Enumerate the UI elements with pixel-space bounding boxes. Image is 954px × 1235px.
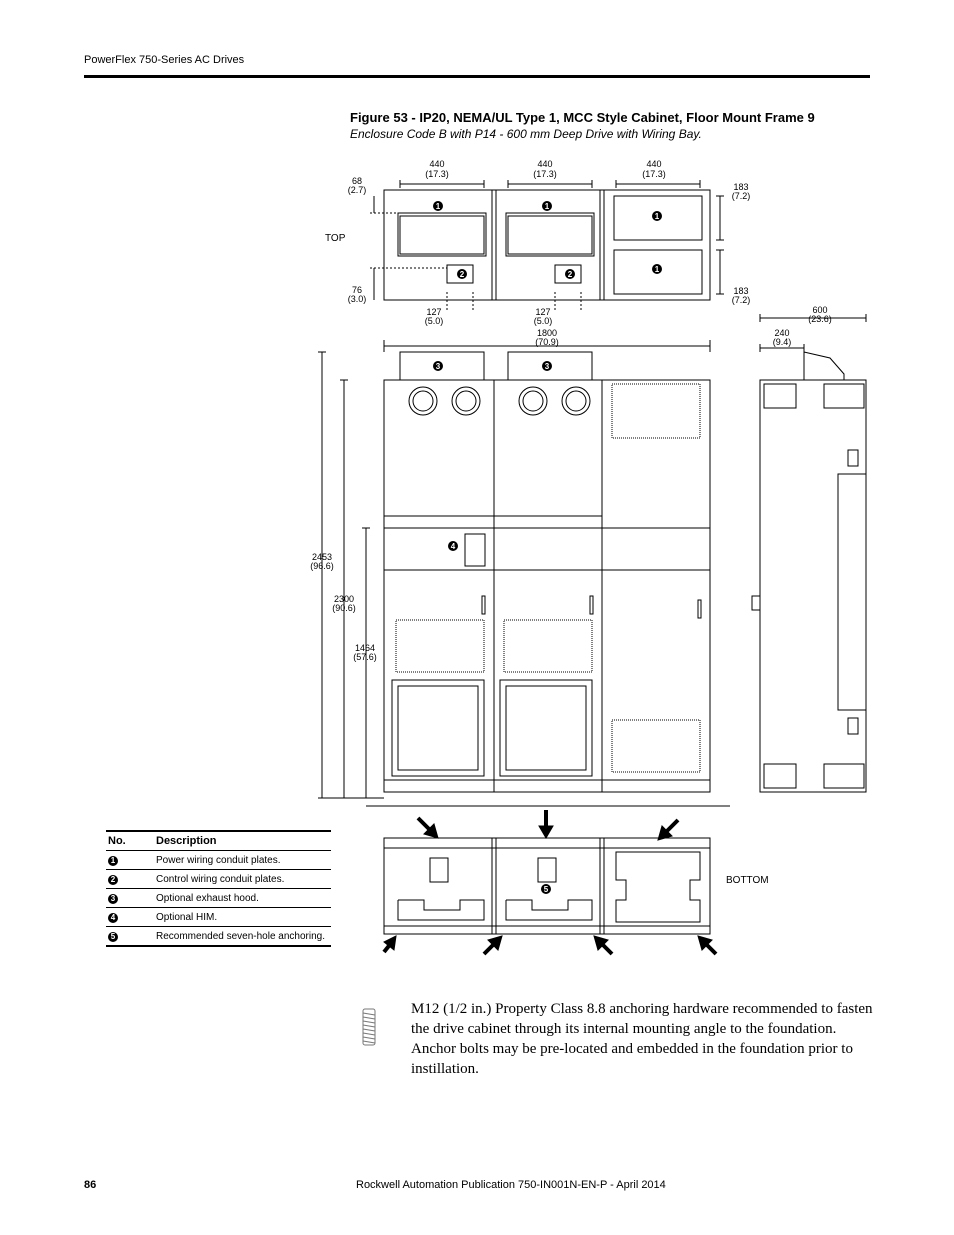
legend-number: 3: [108, 893, 118, 904]
dim-440-c-in: (17.3): [642, 169, 666, 179]
legend-description: Recommended seven-hole anchoring.: [154, 926, 331, 947]
legend-description: Power wiring conduit plates.: [154, 850, 331, 870]
dim-1800-in: (70.9): [535, 337, 559, 347]
legend-number: 5: [108, 931, 118, 942]
callout-1-top-right-b: 1: [652, 264, 662, 274]
legend-number: 2: [108, 874, 118, 885]
dim-240-in: (9.4): [773, 337, 792, 347]
publication-footer: Rockwell Automation Publication 750-IN00…: [356, 1179, 666, 1191]
legend-description: Optional exhaust hood.: [154, 888, 331, 908]
legend-header-description: Description: [154, 830, 331, 851]
legend-table: No. Description 1 Power wiring conduit p…: [106, 830, 331, 947]
dim-600-in: (23.6): [808, 314, 832, 324]
legend-header-no: No.: [106, 830, 154, 851]
top-view: [370, 180, 724, 312]
legend-row: 2 Control wiring conduit plates.: [106, 869, 331, 889]
dim-183-a-in: (7.2): [732, 191, 751, 201]
callout-5: 5: [541, 884, 551, 894]
svg-text:1: 1: [655, 265, 660, 274]
dim-76-in: (3.0): [348, 294, 367, 304]
svg-text:2: 2: [460, 270, 465, 279]
legend-description: Control wiring conduit plates.: [154, 869, 331, 889]
svg-text:5: 5: [544, 885, 549, 894]
dim-127-a-in: (5.0): [425, 316, 444, 326]
dim-2453: 2453: [312, 552, 332, 562]
dim-183-b: 183: [733, 286, 748, 296]
svg-text:3: 3: [545, 362, 550, 371]
dim-183-a: 183: [733, 182, 748, 192]
dim-440-b: 440: [537, 159, 552, 169]
figure-subtitle: Enclosure Code B with P14 - 600 mm Deep …: [350, 127, 702, 141]
dim-76: 76: [352, 285, 362, 295]
front-view: [318, 340, 730, 807]
dim-2300: 2300: [334, 594, 354, 604]
dim-68-in: (2.7): [348, 185, 367, 195]
legend-number: 4: [108, 912, 118, 923]
legend-row: 1 Power wiring conduit plates.: [106, 850, 331, 870]
dim-240: 240: [774, 328, 789, 338]
callout-1-top-right-a: 1: [652, 211, 662, 221]
bottom-view: [383, 837, 711, 935]
callout-1-top-middle: 1: [542, 201, 552, 211]
dim-440-a-in: (17.3): [425, 169, 449, 179]
anchoring-arrows: [382, 810, 718, 956]
dim-127-b-in: (5.0): [534, 316, 553, 326]
svg-text:3: 3: [436, 362, 441, 371]
anchoring-note: M12 (1/2 in.) Property Class 8.8 anchori…: [411, 1001, 873, 1077]
dim-440-a: 440: [429, 159, 444, 169]
callout-2-left: 2: [457, 269, 467, 279]
callout-4: 4: [448, 541, 458, 551]
top-view-label: TOP: [325, 233, 346, 244]
dim-127-a: 127: [426, 307, 441, 317]
header-rule: [84, 75, 870, 78]
callout-3-middle: 3: [542, 361, 552, 371]
page-number: 86: [84, 1179, 97, 1191]
callout-1-top-left: 1: [433, 201, 443, 211]
svg-text:2: 2: [568, 270, 573, 279]
legend-description: Optional HIM.: [154, 907, 331, 927]
side-view: [751, 314, 867, 793]
dim-1464-in: (57.6): [353, 652, 377, 662]
dim-600: 600: [812, 305, 827, 315]
dim-440-c: 440: [646, 159, 661, 169]
anchor-bolt-icon: [362, 1008, 376, 1046]
svg-text:1: 1: [436, 202, 441, 211]
bottom-view-label: BOTTOM: [726, 875, 769, 886]
dim-440-b-in: (17.3): [533, 169, 557, 179]
dim-68: 68: [352, 176, 362, 186]
dim-1464: 1464: [355, 643, 375, 653]
running-header: PowerFlex 750-Series AC Drives: [84, 54, 245, 66]
figure-title: Figure 53 - IP20, NEMA/UL Type 1, MCC St…: [350, 110, 815, 125]
dim-183-b-in: (7.2): [732, 295, 751, 305]
svg-text:1: 1: [545, 202, 550, 211]
legend-row: 4 Optional HIM.: [106, 907, 331, 927]
dim-1800: 1800: [537, 328, 557, 338]
legend-row: 5 Recommended seven-hole anchoring.: [106, 926, 331, 947]
legend-row: 3 Optional exhaust hood.: [106, 888, 331, 908]
callout-3-left: 3: [433, 361, 443, 371]
callout-2-middle: 2: [565, 269, 575, 279]
legend-number: 1: [108, 855, 118, 866]
svg-text:1: 1: [655, 212, 660, 221]
dim-127-b: 127: [535, 307, 550, 317]
svg-text:4: 4: [451, 542, 456, 551]
dim-2453-in: (96.6): [310, 561, 334, 571]
dim-2300-in: (90.6): [332, 603, 356, 613]
